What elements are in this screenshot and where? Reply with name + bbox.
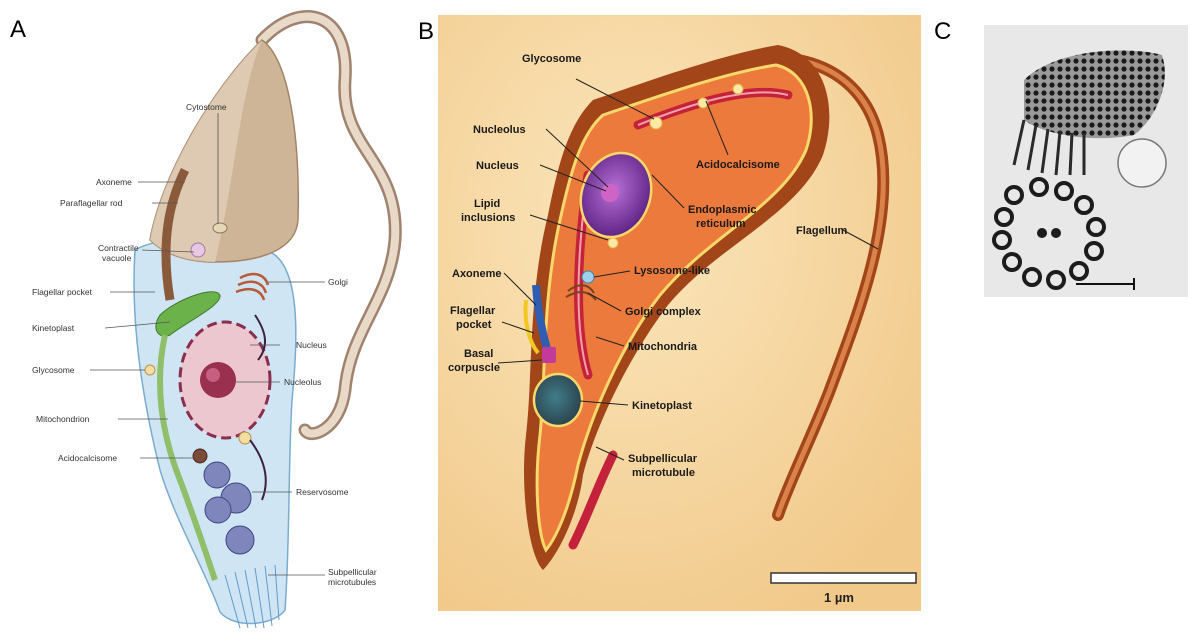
label-a-reservosome: Reservosome: [296, 487, 349, 497]
basal-corpuscle-shape: [542, 347, 556, 363]
acidocalcisome-shape: [193, 449, 207, 463]
label-a-acidocalcisome: Acidocalcisome: [58, 453, 117, 463]
label-b-golgi-complex: Golgi complex: [625, 306, 702, 318]
label-b-pocket: pocket: [456, 319, 492, 331]
membrane-vesicle-shape: [1118, 139, 1166, 187]
label-b-axoneme: Axoneme: [452, 268, 502, 280]
label-a-nucleolus: Nucleolus: [284, 377, 321, 387]
scale-bar: [771, 573, 916, 583]
label-b-inclusions: inclusions: [461, 212, 515, 224]
label-a-flagellar-pocket: Flagellar pocket: [32, 287, 93, 297]
label-a-nucleus: Nucleus: [296, 340, 327, 350]
label-b-flagellum: Flagellum: [796, 225, 848, 237]
label-b-subpellicular: Subpellicular: [628, 453, 698, 465]
label-b-lysosome: Lysosome-like: [634, 265, 710, 277]
label-b-nucleus: Nucleus: [476, 160, 519, 172]
label-b-mitochondria: Mitochondria: [628, 341, 698, 353]
label-a-glycosome: Glycosome: [32, 365, 75, 375]
contractile-vacuole-shape: [191, 243, 205, 257]
label-b-basal: Basal: [464, 348, 493, 360]
label-b-lipid: Lipid: [474, 198, 500, 210]
label-a-contractile: Contractile: [98, 243, 139, 253]
label-b-flagellar: Flagellar: [450, 305, 496, 317]
panel-c-micrograph: [984, 25, 1188, 297]
label-a-mitochondrion: Mitochondrion: [36, 414, 90, 424]
label-b-glycosome: Glycosome: [522, 53, 581, 65]
label-b-nucleolus: Nucleolus: [473, 124, 526, 136]
panel-letter-c: C: [934, 20, 951, 44]
label-b-reticulum: reticulum: [696, 218, 746, 230]
label-a-subpellicular: Subpellicular: [328, 567, 377, 577]
label-b-microtubule: microtubule: [632, 467, 695, 479]
nucleolus-shape: [200, 362, 236, 398]
label-a-kinetoplast: Kinetoplast: [32, 323, 75, 333]
panel-a-svg: Cytostome Axoneme Paraflagellar rod Cont…: [0, 0, 420, 632]
lysosome-shape: [582, 271, 594, 283]
label-b-endoplasmic: Endoplasmic: [688, 204, 756, 216]
label-b-kinetoplast: Kinetoplast: [632, 400, 692, 412]
kinetoplast-b-shape: [534, 374, 582, 426]
label-a-microtubules: microtubules: [328, 577, 376, 587]
label-b-corpuscle: corpuscle: [448, 362, 500, 374]
label-a-paraflagellar-rod: Paraflagellar rod: [60, 198, 123, 208]
cytostome-shape: [213, 223, 227, 233]
label-a-golgi: Golgi: [328, 277, 348, 287]
label-b-acidocalcisome: Acidocalcisome: [696, 159, 780, 171]
label-a-cytostome: Cytostome: [186, 102, 227, 112]
glycosome-shape: [145, 365, 155, 375]
scale-bar-label: 1 µm: [824, 590, 854, 605]
panel-b-diagram: Glycosome Nucleolus Nucleus Lipid inclus…: [438, 15, 921, 611]
nucleolus-b-shape: [601, 184, 619, 202]
label-a-vacuole: vacuole: [102, 253, 132, 263]
panel-letter-b: B: [418, 20, 434, 44]
panel-c-svg: [984, 25, 1188, 297]
label-a-axoneme: Axoneme: [96, 177, 132, 187]
panel-b-svg: Glycosome Nucleolus Nucleus Lipid inclus…: [438, 15, 921, 611]
panel-a-diagram: Cytostome Axoneme Paraflagellar rod Cont…: [0, 0, 420, 632]
